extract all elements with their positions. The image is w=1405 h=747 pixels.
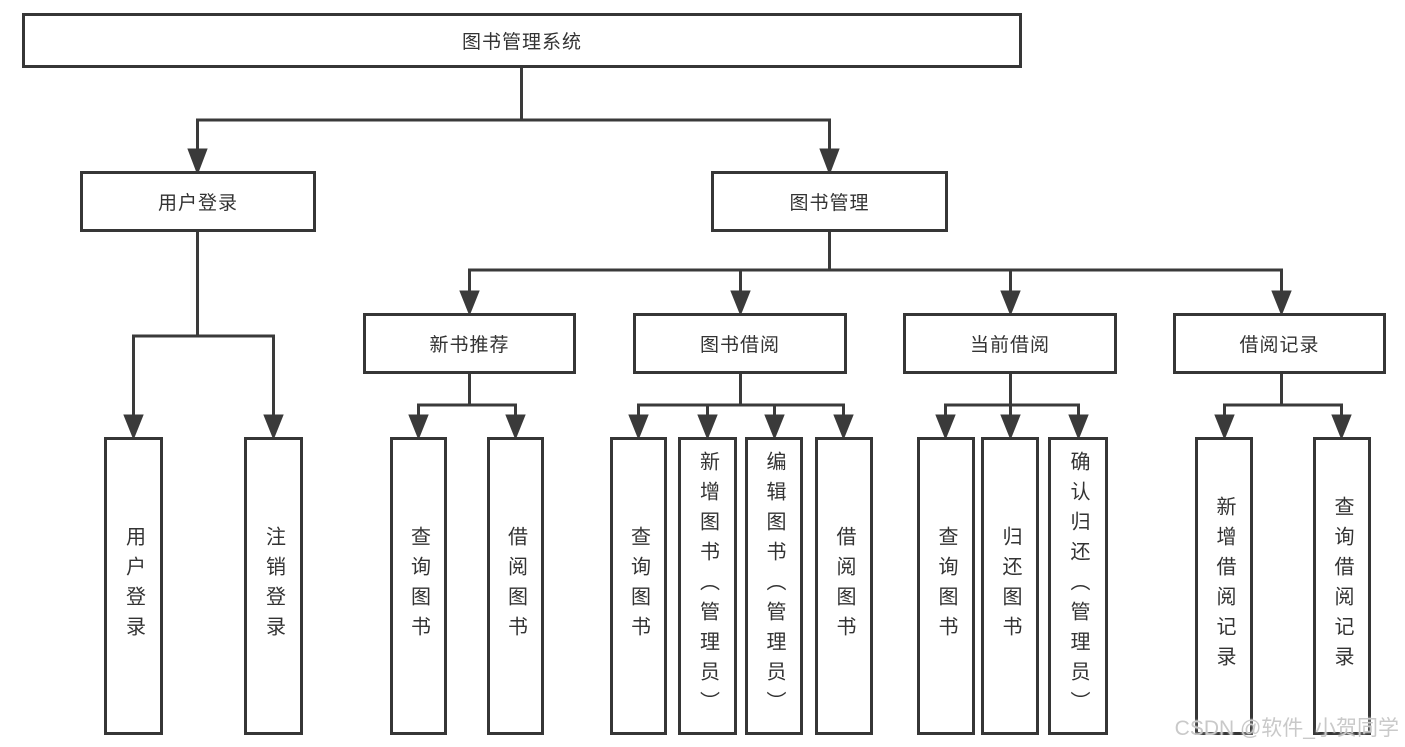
- arrowhead-icon: [935, 414, 956, 441]
- leaf-rec-query-books-label: 查询图书: [407, 526, 430, 646]
- leaf-records-query-label: 查询借阅记录: [1331, 496, 1353, 676]
- node-book-mgmt-label: 图书管理: [789, 193, 870, 214]
- arrowhead-icon: [459, 290, 480, 317]
- leaf-current-return-books-label: 归还图书: [999, 526, 1021, 646]
- leaf-rec-borrow-books: 借阅图书: [487, 437, 544, 735]
- node-borrow-records-label: 借阅记录: [1239, 335, 1320, 356]
- arrowhead-icon: [819, 148, 840, 176]
- arrowhead-icon: [1214, 414, 1235, 441]
- arrowhead-icon: [1000, 414, 1021, 441]
- leaf-borrow-query-books: 查询图书: [610, 437, 667, 735]
- leaf-current-query-books-label: 查询图书: [935, 526, 957, 646]
- arrowhead-icon: [187, 148, 208, 176]
- connector-borrow-records: [1214, 371, 1352, 441]
- leaf-records-query: 查询借阅记录: [1313, 437, 1371, 735]
- node-book-mgmt: 图书管理: [711, 171, 948, 232]
- connector-book-mgmt: [459, 230, 1292, 317]
- node-user-login-label: 用户登录: [157, 193, 238, 214]
- leaf-user-login-label: 用户登录: [122, 526, 145, 646]
- leaf-records-add-label: 新增借阅记录: [1213, 496, 1235, 676]
- leaf-current-confirm-return-label: 确认归还（管理员）: [1067, 451, 1089, 721]
- arrowhead-icon: [1331, 414, 1352, 441]
- leaf-records-add: 新增借阅记录: [1195, 437, 1253, 735]
- leaf-borrow-borrow-books: 借阅图书: [815, 437, 873, 735]
- node-user-login: 用户登录: [80, 171, 316, 232]
- node-borrow-records: 借阅记录: [1173, 313, 1386, 374]
- connector-root: [187, 66, 840, 176]
- arrowhead-icon: [123, 414, 144, 441]
- arrowhead-icon: [505, 414, 526, 441]
- leaf-borrow-add-books-label: 新增图书（管理员）: [696, 451, 719, 721]
- leaf-rec-query-books: 查询图书: [390, 437, 447, 735]
- leaf-rec-borrow-books-label: 借阅图书: [504, 526, 527, 646]
- node-current-borrow-label: 当前借阅: [969, 335, 1050, 356]
- arrowhead-icon: [1068, 414, 1089, 441]
- connector-current-borrow: [935, 371, 1089, 441]
- leaf-current-query-books: 查询图书: [917, 437, 975, 735]
- arrowhead-icon: [628, 414, 649, 441]
- node-root: 图书管理系统: [22, 13, 1022, 68]
- node-root-label: 图书管理系统: [461, 32, 582, 53]
- leaf-logout-label: 注销登录: [262, 526, 285, 646]
- leaf-borrow-borrow-books-label: 借阅图书: [833, 526, 855, 646]
- leaf-current-confirm-return: 确认归还（管理员）: [1048, 437, 1108, 735]
- leaf-borrow-edit-books-label: 编辑图书（管理员）: [763, 451, 785, 721]
- arrowhead-icon: [833, 414, 854, 441]
- arrowhead-icon: [730, 290, 751, 317]
- arrowhead-icon: [1271, 290, 1292, 317]
- connector-user-login: [123, 230, 284, 441]
- arrowhead-icon: [408, 414, 429, 441]
- connector-book-borrow: [628, 371, 854, 441]
- arrowhead-icon: [1000, 290, 1021, 317]
- leaf-borrow-edit-books: 编辑图书（管理员）: [745, 437, 803, 735]
- node-new-book-rec: 新书推荐: [363, 313, 576, 374]
- node-new-book-rec-label: 新书推荐: [429, 335, 510, 356]
- leaf-user-login: 用户登录: [104, 437, 163, 735]
- csdn-watermark: CSDN @软件_小贺同学: [1174, 717, 1399, 740]
- leaf-logout: 注销登录: [244, 437, 303, 735]
- connector-new-book-rec: [408, 371, 526, 441]
- node-book-borrow: 图书借阅: [633, 313, 847, 374]
- arrowhead-icon: [764, 414, 785, 441]
- leaf-current-return-books: 归还图书: [981, 437, 1039, 735]
- leaf-borrow-add-books: 新增图书（管理员）: [678, 437, 737, 735]
- node-current-borrow: 当前借阅: [903, 313, 1117, 374]
- arrowhead-icon: [263, 414, 284, 441]
- node-book-borrow-label: 图书借阅: [699, 335, 780, 356]
- arrowhead-icon: [697, 414, 718, 441]
- leaf-borrow-query-books-label: 查询图书: [627, 526, 650, 646]
